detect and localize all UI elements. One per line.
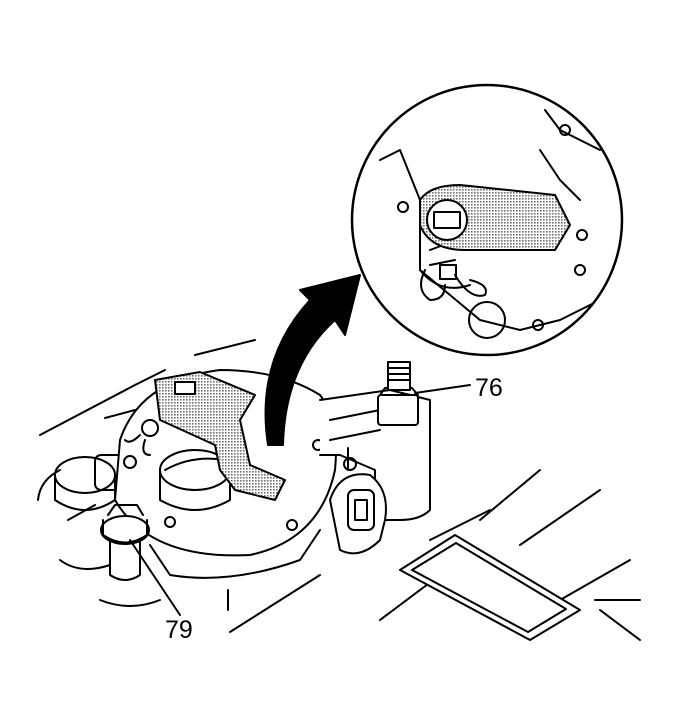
direction-arrow: [264, 274, 361, 446]
leader-line-76: [414, 384, 471, 394]
throttle-lever-tool: [124, 371, 286, 501]
throttle-body-gasket: [399, 534, 581, 641]
callout-label-76: 76: [475, 374, 503, 402]
left-port-fitting: [54, 454, 126, 521]
callout-label-79: 79: [165, 616, 193, 644]
leader-line-79: [129, 539, 181, 616]
detail-magnifier-circle: [350, 83, 624, 357]
bolt-79: [100, 504, 150, 581]
electrical-connector: [329, 473, 387, 555]
engine-background-outline: [37, 339, 641, 641]
